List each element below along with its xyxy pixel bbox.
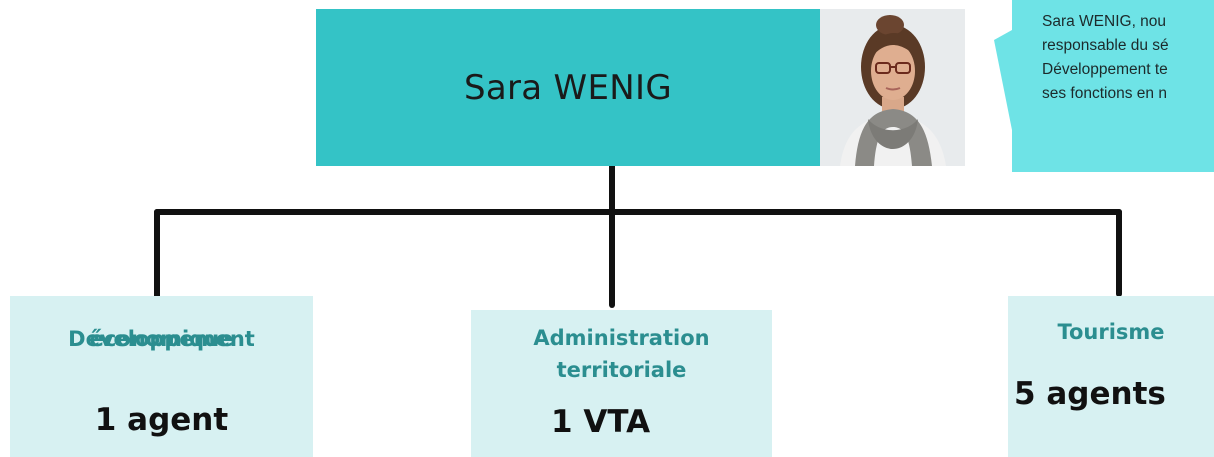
dept-title-line: Administration bbox=[533, 326, 710, 350]
dept-count: 1 VTA bbox=[551, 404, 651, 440]
dept-title-line: Tourisme bbox=[1057, 320, 1165, 344]
callout-line: Développement te bbox=[1042, 61, 1168, 78]
dept-title-line: territoriale bbox=[556, 358, 687, 382]
dept-title-line: économique bbox=[89, 327, 234, 351]
head-box: Sara WENIG bbox=[316, 9, 820, 166]
callout-line: ses fonctions en n bbox=[1042, 85, 1167, 102]
callout-shape bbox=[994, 0, 1214, 172]
head-name: Sara WENIG bbox=[464, 67, 672, 108]
head-photo bbox=[820, 9, 965, 166]
dept-count: 5 agents bbox=[1014, 376, 1166, 412]
callout-note: Sara WENIG, nou responsable du sé Dévelo… bbox=[990, 0, 1214, 172]
callout-line: responsable du sé bbox=[1042, 37, 1169, 54]
dept-title-line: Développement bbox=[68, 327, 255, 351]
callout-text: Sara WENIG, nou responsable du sé Dévelo… bbox=[1042, 10, 1214, 106]
dept-count: 1 agent bbox=[94, 402, 229, 438]
dept-box-tourisme: Tourisme 5 agents bbox=[1008, 296, 1214, 457]
callout-line: Sara WENIG, nou bbox=[1042, 13, 1167, 30]
portrait-image bbox=[820, 9, 965, 166]
dept-box-administration-territoriale: Administration territoriale 1 VTA bbox=[471, 310, 772, 457]
dept-box-developpement-economique: Développement économique 1 agent bbox=[10, 296, 313, 457]
